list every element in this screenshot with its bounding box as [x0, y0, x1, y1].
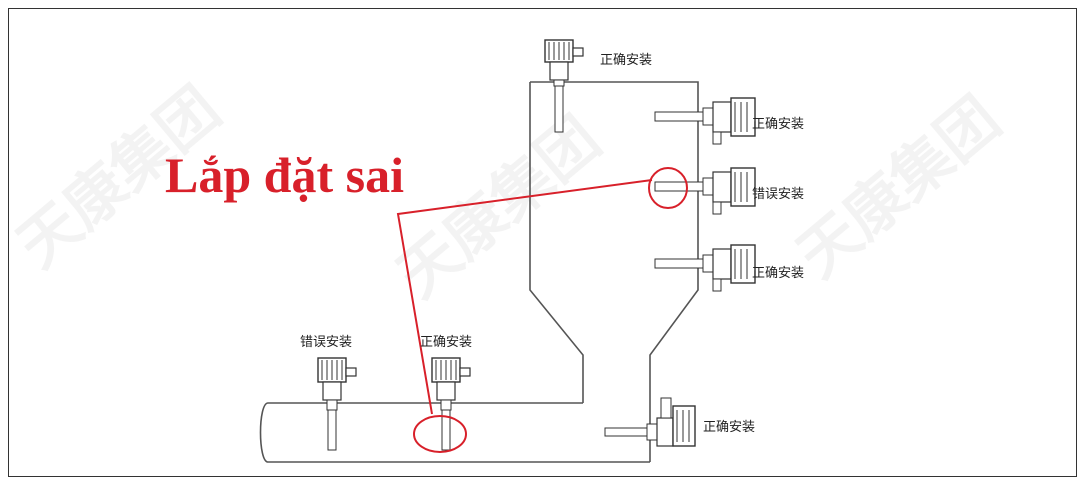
level-switch-device — [654, 167, 756, 215]
silo-outline — [529, 81, 699, 462]
label-right-middle-wrong: 错误安装 — [752, 187, 804, 202]
label-top-correct: 正确安装 — [600, 53, 652, 68]
level-switch-device — [654, 97, 756, 145]
level-switch-device — [654, 244, 756, 292]
pipe-outline — [259, 402, 650, 463]
level-switch-device — [604, 397, 696, 447]
level-switch-device — [317, 357, 357, 451]
error-marker-circle — [648, 167, 688, 209]
label-right-upper-correct: 正确安装 — [752, 117, 804, 132]
error-title: Lắp đặt sai — [165, 147, 404, 203]
watermark-text: 天康集团 — [785, 84, 1014, 292]
watermark-text: 天康集团 — [385, 104, 614, 312]
label-bottom-right-correct: 正确安装 — [703, 420, 755, 435]
error-pointer-line — [396, 179, 653, 415]
label-right-lower-correct: 正确安装 — [752, 266, 804, 281]
level-switch-device — [431, 357, 471, 451]
label-pipe-left-correct: 错误安装 — [300, 335, 352, 350]
level-switch-device — [544, 39, 584, 133]
error-marker-circle — [413, 415, 467, 453]
label-pipe-middle-wrong: 正确安装 — [420, 335, 472, 350]
diagram-frame — [8, 8, 1077, 477]
watermark-layer: 天康集团 天康集团 天康集团 — [5, 74, 1014, 312]
